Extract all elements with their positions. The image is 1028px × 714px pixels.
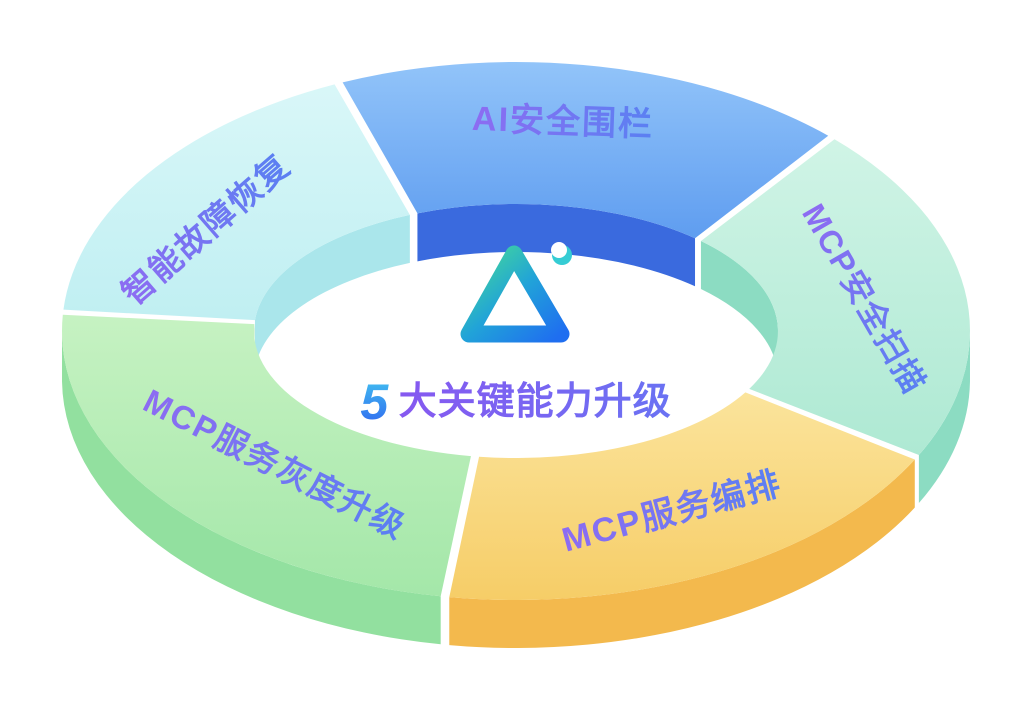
segment-ai-guardrail [342,62,829,239]
ring-segments [61,62,971,600]
segment-mcp-orchestration [449,392,915,600]
outer-wall-mcp-gray-upgrade [62,333,441,645]
inner-wall-mcp-security-scan [700,241,778,378]
outer-wall-mcp-orchestration [449,459,915,648]
logo-dot-icon [551,242,567,258]
center-title-text: 大关键能力升级 [399,381,672,423]
center-title-number: 5 [360,374,389,430]
segment-label-ai-guardrail: AI安全围栏 [471,99,654,144]
segment-mcp-gray-upgrade [61,314,471,597]
inner-wall-smart-fault-recovery [254,214,410,369]
outer-wall-mcp-security-scan [918,333,970,503]
segment-smart-fault-recovery [63,84,410,321]
center-logo [460,242,572,343]
logo-triangle-icon [460,245,570,343]
center-title: 5 大关键能力升级 [360,374,671,430]
segment-mcp-security-scan [700,139,971,456]
